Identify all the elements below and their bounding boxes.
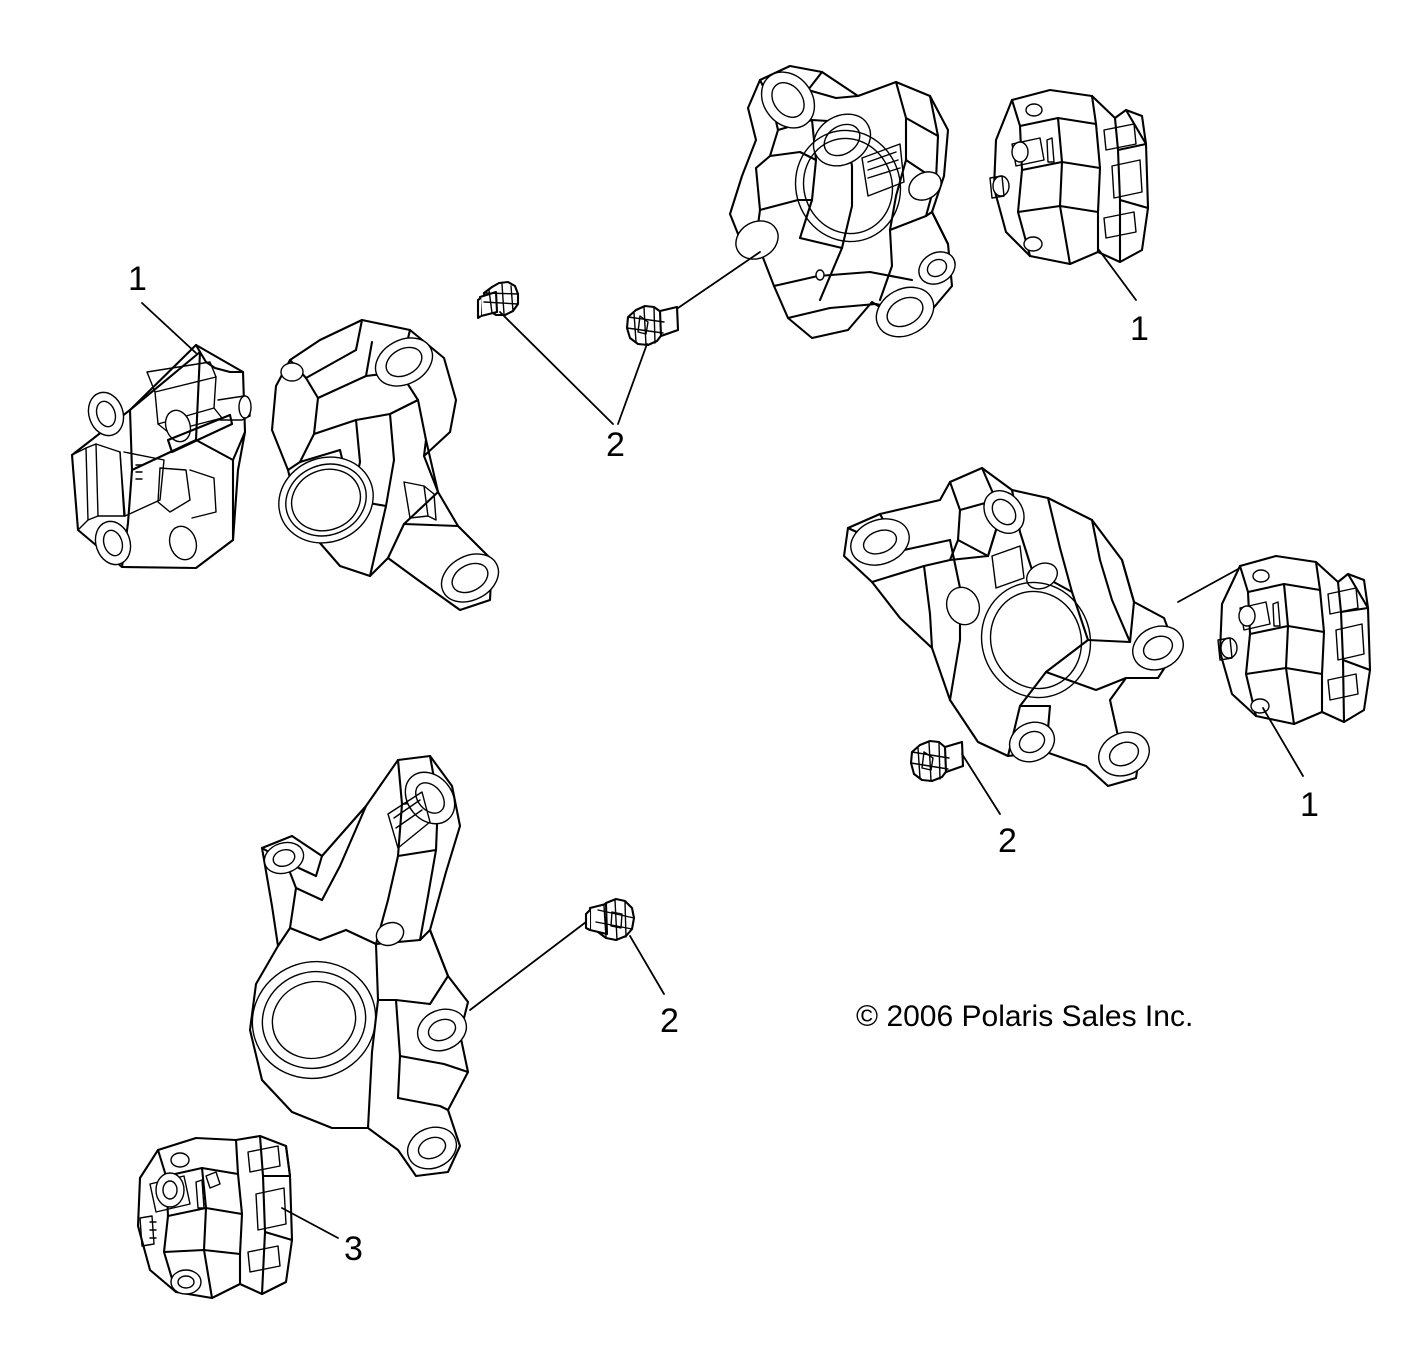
brake-caliper-left <box>70 343 252 570</box>
brake-caliper-bottom-left <box>136 1134 294 1300</box>
leader-callout-2-center-right-bolt <box>617 343 648 425</box>
leader-callout-1-right <box>1262 707 1304 777</box>
knuckle-carrier-bottom <box>248 754 470 1178</box>
callout-1-upper-left: 1 <box>128 260 147 298</box>
flange-bolt-upper-left <box>476 280 520 320</box>
callout-2-right: 2 <box>998 822 1017 860</box>
knuckle-carrier-left <box>270 318 500 612</box>
callout-2-lower: 2 <box>660 1002 679 1040</box>
flange-bolt-upper-center <box>625 304 680 347</box>
brake-caliper-right <box>1217 554 1372 726</box>
copyright-notice: © 2006 Polaris Sales Inc. <box>856 1000 1194 1033</box>
callout-1-upper-right: 1 <box>1130 310 1149 348</box>
knuckle-carrier-right <box>842 466 1184 788</box>
flange-bolt-right <box>909 739 965 783</box>
brake-caliper-top-right <box>989 88 1150 266</box>
knuckle-carrier-top <box>728 64 956 340</box>
leader-callout-2-lower <box>629 935 665 995</box>
flange-bolt-bottom <box>584 897 636 942</box>
leader-callout-2-center-left-bolt <box>499 311 614 425</box>
leader-lines <box>141 249 1304 1239</box>
leader-callout-1-upper-left <box>141 302 197 354</box>
leader-knuckle-bottom-to-bolt <box>469 921 587 1011</box>
leader-callout-1-upper-right <box>1098 249 1137 301</box>
callout-2-center: 2 <box>606 426 625 464</box>
leader-callout-2-right <box>961 753 1001 815</box>
leader-callout-3 <box>281 1207 339 1239</box>
leader-knuckle-top-to-bolt <box>677 251 761 309</box>
callout-3-lower-left: 3 <box>344 1230 363 1268</box>
leader-knuckle-right-to-caliper <box>1177 567 1241 603</box>
callout-1-right: 1 <box>1300 786 1319 824</box>
